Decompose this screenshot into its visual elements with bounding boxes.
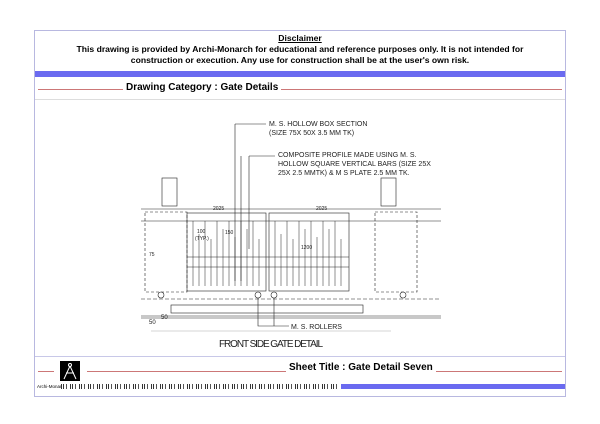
dim-75: 75 [149, 252, 155, 258]
dim-typ: (TYP.) [195, 236, 209, 242]
category-rule [38, 89, 562, 90]
compass-divider-icon [60, 361, 80, 381]
disclaimer: Disclaimer This drawing is provided by A… [35, 33, 565, 66]
track-base [170, 304, 364, 314]
roller [399, 291, 407, 299]
barcode-strip [61, 384, 337, 389]
dim-50-b: 50 [161, 315, 168, 321]
callout-profile-1: COMPOSITE PROFILE MADE USING M. S. [278, 152, 417, 159]
footer-accent-bar [341, 384, 565, 389]
dim-150: 150 [225, 230, 234, 236]
divider [35, 99, 565, 100]
gate-leaf-right [268, 212, 350, 292]
pillar-lamp-left [161, 177, 178, 207]
footer-rule-left [38, 371, 54, 372]
disclaimer-title: Disclaimer [278, 33, 322, 43]
gate-bars [187, 221, 349, 286]
callout-box-section-2: (SIZE 75X 50X 3.5 MM TK) [269, 130, 354, 137]
drawing-caption: FRONT SIDE GATE DETAIL [219, 339, 323, 349]
callout-rollers: M. S. ROLLERS [291, 324, 342, 331]
roller [270, 291, 278, 299]
leader-line [257, 298, 289, 327]
dim-1200: 1200 [301, 245, 312, 251]
brand-name: Archi-Monarch [37, 384, 67, 389]
callout-box-section-1: M. S. HOLLOW BOX SECTION [269, 121, 367, 128]
sheet-frame: Disclaimer This drawing is provided by A… [34, 30, 566, 397]
dim-50-a: 50 [149, 320, 156, 326]
dim-left-width: 2025 [213, 206, 224, 212]
gate-leaf-left [186, 212, 267, 292]
roller [254, 291, 262, 299]
header-accent-bar [35, 71, 565, 77]
dim-100: 100 [197, 229, 206, 235]
callout-profile-2: HOLLOW SQUARE VERTICAL BARS (SIZE 25X [278, 161, 431, 168]
pillar-right [374, 211, 418, 293]
footer-divider [35, 356, 565, 357]
roller [157, 291, 165, 299]
sheet-title: Sheet Title : Gate Detail Seven [286, 362, 436, 373]
drawing-category: Drawing Category : Gate Details [123, 82, 282, 93]
category-bar: Drawing Category : Gate Details [35, 81, 565, 97]
gate-drawing: M. S. HOLLOW BOX SECTION (SIZE 75X 50X 3… [141, 121, 441, 349]
pillar-lamp-right [380, 177, 397, 207]
disclaimer-line2: construction or execution. Any use for c… [130, 55, 470, 65]
dim-right-width: 2025 [316, 206, 327, 212]
callout-profile-3: 25X 2.5 MMTK) & M S PLATE 2.5 MM TK. [278, 170, 410, 177]
disclaimer-line1: This drawing is provided by Archi-Monarc… [76, 44, 524, 54]
